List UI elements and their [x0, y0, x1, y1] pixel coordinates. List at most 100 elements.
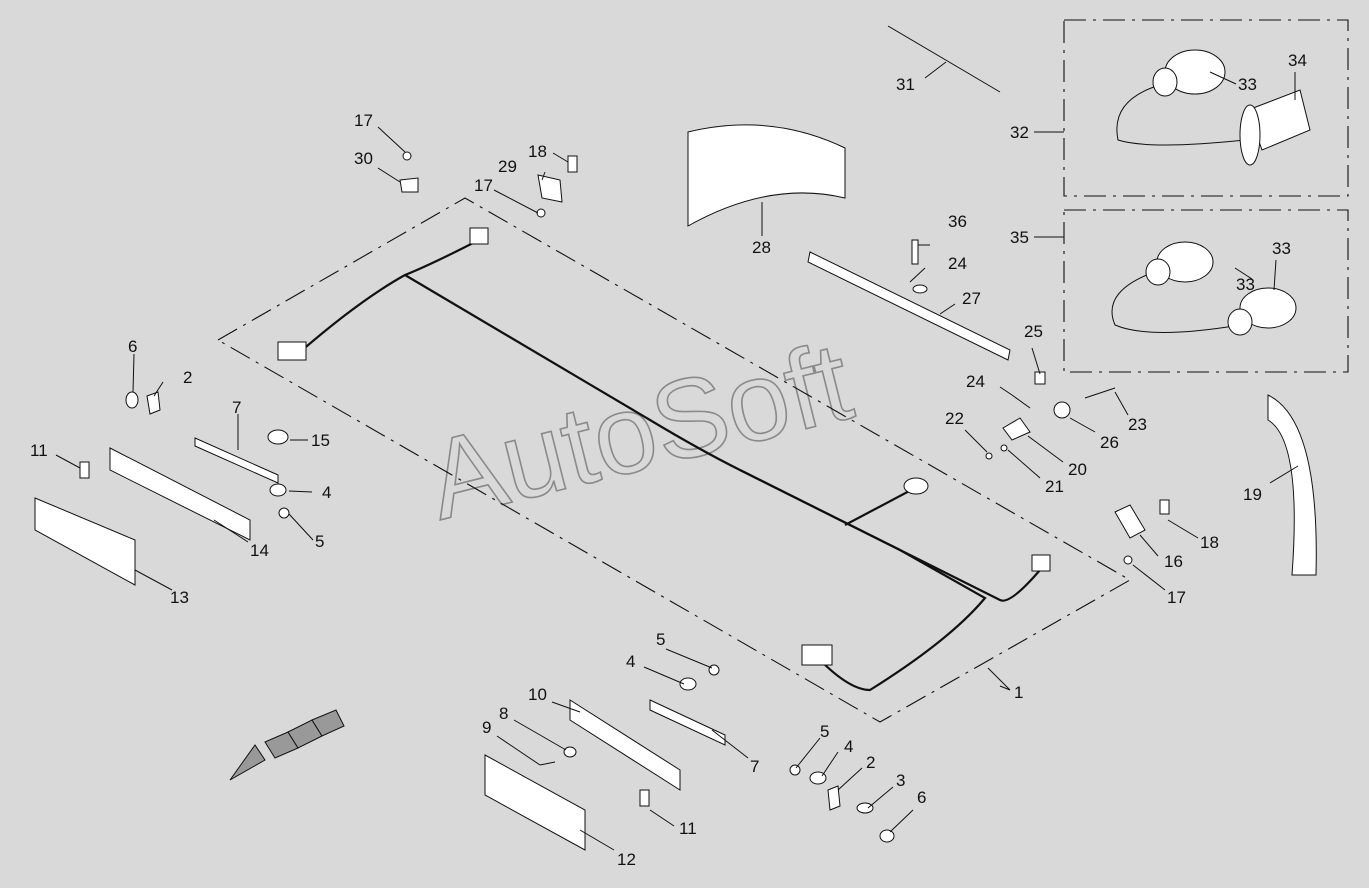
bracket-16 — [1114, 504, 1146, 539]
callout-33-top: 33 — [1238, 75, 1257, 94]
socket-group-35-frame — [1063, 209, 1349, 373]
bracket-7 — [194, 437, 279, 484]
callout-35: 35 — [1010, 228, 1029, 247]
callout-labels: 1 2 2 3 4 4 4 5 5 5 6 6 7 7 8 9 10 11 11… — [30, 51, 1307, 869]
callout-28: 28 — [752, 238, 771, 257]
callout-17-right: 17 — [1167, 588, 1186, 607]
callout-2-right: 2 — [866, 753, 875, 772]
callout-6-left: 6 — [128, 337, 137, 356]
callout-7-left: 7 — [232, 398, 241, 417]
screw-24 — [1011, 394, 1031, 409]
callout-14: 14 — [250, 541, 269, 560]
callout-4-left: 4 — [322, 483, 331, 502]
callout-24-upper: 24 — [948, 254, 967, 273]
bracket-20 — [1002, 417, 1031, 441]
callout-2-left: 2 — [183, 368, 192, 387]
socket-assembly-32 — [1116, 49, 1311, 166]
panel-28 — [687, 124, 846, 227]
callout-4-front: 4 — [626, 652, 635, 671]
connector-front — [801, 644, 833, 666]
washer-4-front — [679, 677, 697, 691]
washer-4 — [269, 483, 287, 497]
callout-18-right: 18 — [1200, 533, 1219, 552]
washer-6 — [125, 391, 139, 409]
callout-23: 23 — [1128, 415, 1147, 434]
callout-32: 32 — [1010, 123, 1029, 142]
callout-11-left: 11 — [30, 441, 48, 460]
connector-right — [1031, 554, 1051, 572]
callout-3: 3 — [896, 771, 905, 790]
washer-24 — [912, 284, 928, 294]
clip-30 — [399, 177, 419, 193]
bolt-23 — [1084, 387, 1116, 399]
washer-4-right — [809, 771, 827, 785]
callout-9: 9 — [482, 718, 491, 737]
callout-7-front: 7 — [750, 757, 759, 776]
nut-26 — [1053, 401, 1071, 419]
cable-tie — [887, 25, 1001, 93]
clip-2-right — [827, 785, 841, 811]
callout-6-right: 6 — [917, 788, 926, 807]
callout-4-right: 4 — [844, 737, 853, 756]
callout-1: 1 — [1014, 683, 1023, 702]
callout-11-front: 11 — [679, 819, 697, 838]
callout-33-right: 33 — [1272, 239, 1291, 258]
plate-14 — [109, 447, 251, 541]
reflector-12 — [484, 754, 586, 851]
direction-arrow — [229, 709, 345, 781]
bolt-3 — [856, 802, 874, 814]
callout-5-right: 5 — [820, 722, 829, 741]
nut-17-top — [402, 151, 412, 161]
callout-13: 13 — [170, 588, 189, 607]
callout-17-mid: 17 — [474, 176, 493, 195]
wiring-harness — [277, 227, 1051, 692]
callout-5-front: 5 — [656, 630, 665, 649]
connector-rear — [469, 227, 489, 245]
bolt-15 — [267, 429, 289, 445]
bolt-36 — [911, 239, 919, 265]
bolt-9 — [539, 761, 556, 766]
washer-8 — [563, 746, 577, 758]
callout-21: 21 — [1045, 477, 1064, 496]
socket-group-32-frame — [1063, 19, 1349, 197]
nut-5-right — [789, 764, 801, 776]
nut-17 — [1123, 555, 1133, 565]
washer-21 — [1000, 444, 1008, 452]
socket-assembly-35 — [1111, 241, 1297, 336]
nut-17-mid — [536, 208, 546, 218]
callout-30: 30 — [354, 149, 373, 168]
callout-29: 29 — [498, 157, 517, 176]
plate-18 — [1159, 499, 1170, 515]
callout-36: 36 — [948, 212, 967, 231]
plate-11 — [79, 461, 90, 479]
callout-8: 8 — [499, 704, 508, 723]
watermark: AutoSoft — [416, 318, 863, 543]
connector-left — [277, 341, 307, 361]
leader-lines — [55, 61, 1299, 851]
callout-16: 16 — [1164, 552, 1183, 571]
part-25 — [1034, 371, 1046, 385]
callout-31: 31 — [896, 75, 915, 94]
callout-26: 26 — [1100, 433, 1119, 452]
nut-5-front — [708, 664, 720, 676]
plate-18-top — [567, 155, 578, 173]
callout-22: 22 — [945, 409, 964, 428]
washer-6-right — [879, 829, 895, 843]
callout-17-top: 17 — [354, 111, 373, 130]
callout-12: 12 — [617, 850, 636, 869]
bracket-29 — [537, 174, 563, 203]
callout-24-lower: 24 — [966, 372, 985, 391]
reflector-13 — [34, 497, 136, 586]
plate-10 — [569, 699, 681, 791]
screw-22 — [985, 452, 993, 460]
callout-20: 20 — [1068, 460, 1087, 479]
callout-34: 34 — [1288, 51, 1307, 70]
harness-clip — [903, 477, 929, 495]
callout-25: 25 — [1024, 322, 1043, 341]
callout-18-top: 18 — [528, 142, 547, 161]
callout-10: 10 — [528, 685, 547, 704]
callout-33-mid: 33 — [1236, 275, 1255, 294]
callout-19: 19 — [1243, 485, 1262, 504]
